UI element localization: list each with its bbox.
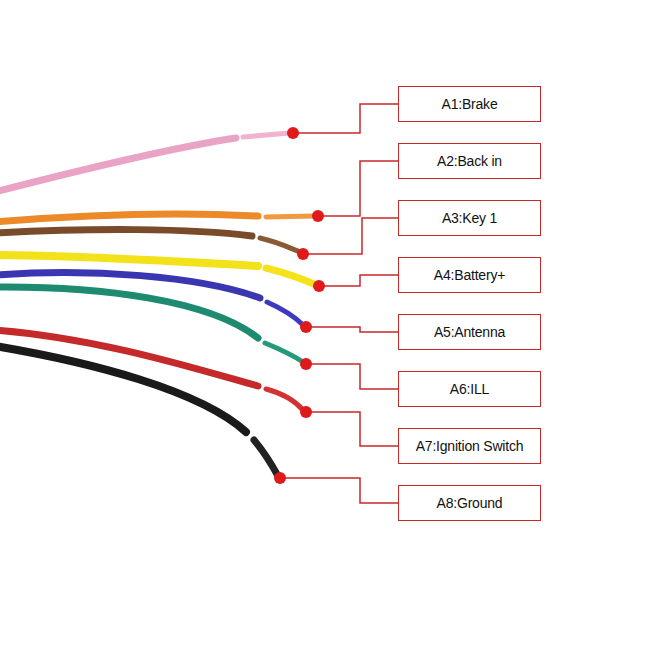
green-wire-tip bbox=[265, 343, 303, 362]
terminal-dot bbox=[297, 248, 309, 260]
label-box: A3:Key 1 bbox=[398, 200, 541, 236]
leader-line bbox=[306, 327, 398, 332]
brown-wire-tip bbox=[260, 238, 300, 252]
label-box: A4:Battery+ bbox=[398, 257, 541, 293]
brown-wire bbox=[0, 230, 252, 236]
pin-label: A5:Antenna bbox=[434, 324, 505, 340]
terminal-dot bbox=[274, 472, 286, 484]
leader-lines bbox=[280, 104, 398, 503]
black-wire-tip bbox=[254, 440, 278, 476]
label-box: A7:Ignition Switch bbox=[398, 428, 541, 464]
pink-wire-tip bbox=[243, 133, 290, 137]
terminal-dot bbox=[313, 280, 325, 292]
pin-label: A1:Brake bbox=[442, 96, 498, 112]
pin-label: A3:Key 1 bbox=[442, 210, 497, 226]
pin-label: A7:Ignition Switch bbox=[416, 438, 524, 454]
leader-line bbox=[293, 104, 398, 133]
leader-line bbox=[303, 218, 398, 254]
leader-line bbox=[319, 275, 398, 286]
yellow-wire-tip bbox=[266, 268, 316, 285]
terminal-dot bbox=[287, 127, 299, 139]
terminal-dot bbox=[300, 406, 312, 418]
blue-wire-tip bbox=[267, 302, 303, 325]
leader-line bbox=[306, 364, 398, 389]
orange-wire-tip bbox=[266, 216, 314, 217]
red-wire-tip bbox=[266, 389, 303, 410]
terminal-dot bbox=[300, 358, 312, 370]
label-box: A2:Back in bbox=[398, 143, 541, 179]
pin-label: A6:ILL bbox=[450, 381, 489, 397]
pin-label: A4:Battery+ bbox=[434, 267, 505, 283]
leader-line bbox=[280, 478, 398, 503]
label-box: A6:ILL bbox=[398, 371, 541, 407]
pin-label: A2:Back in bbox=[437, 153, 502, 169]
green-wire bbox=[0, 287, 258, 338]
leader-line bbox=[318, 161, 398, 216]
black-wire bbox=[0, 346, 246, 432]
label-box: A1:Brake bbox=[398, 86, 541, 122]
pink-wire bbox=[0, 138, 236, 192]
terminal-dot bbox=[312, 210, 324, 222]
orange-wire bbox=[0, 214, 258, 222]
label-box: A5:Antenna bbox=[398, 314, 541, 350]
terminal-dots bbox=[274, 127, 325, 484]
terminal-dot bbox=[300, 321, 312, 333]
wires bbox=[0, 133, 316, 476]
label-box: A8:Ground bbox=[398, 485, 541, 521]
yellow-wire bbox=[0, 255, 258, 266]
pin-label: A8:Ground bbox=[437, 495, 503, 511]
leader-line bbox=[306, 412, 398, 446]
